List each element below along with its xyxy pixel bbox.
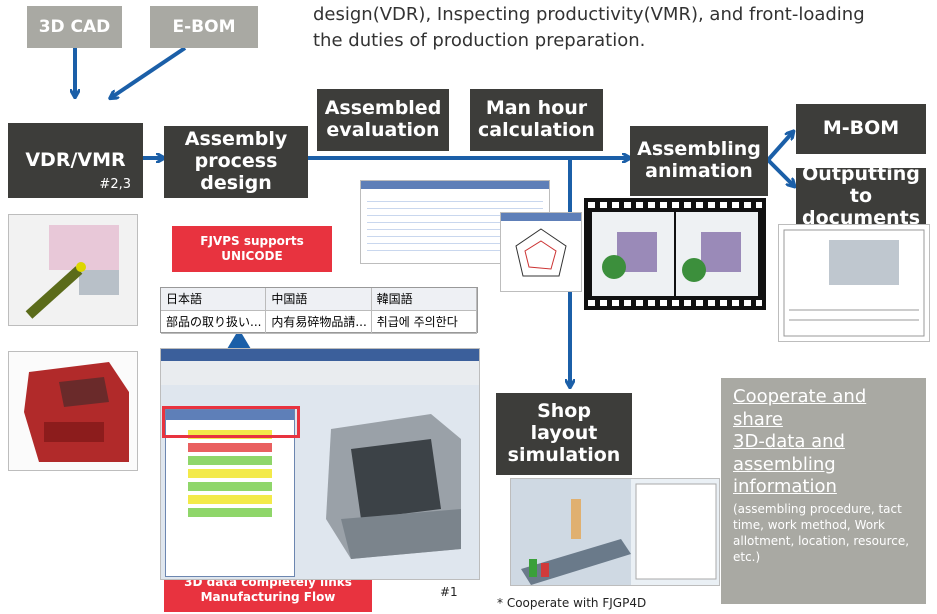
printer-model-image	[8, 351, 138, 471]
intro-line-1: design(VDR), Inspecting productivity(VMR…	[313, 4, 865, 25]
animation-frame-1	[592, 212, 674, 296]
fjgp-note: * Cooperate with FJGP4D	[497, 596, 647, 610]
shop-layout-image	[510, 478, 720, 586]
cad-box: 3D CAD	[27, 6, 122, 48]
header-korean: 韓国語	[372, 288, 477, 310]
ebom-box: E-BOM	[150, 6, 258, 48]
cell-chinese: 内有易碎物品請...	[266, 311, 372, 333]
shop-layout-simulation-box: Shop layout simulation	[496, 393, 632, 475]
share-line-4: assembling	[733, 453, 836, 475]
vdr-ref-note: #2,3	[99, 177, 131, 193]
window-titlebar	[161, 349, 479, 361]
language-table-header: 日本語 中国語 韓国語	[161, 288, 477, 311]
3d-printer-model	[311, 399, 471, 569]
fjvps-screenshot	[160, 348, 480, 580]
assembling-animation-box: Assembling animation	[630, 126, 768, 196]
arrow-unicode-head	[227, 329, 251, 349]
animation-frame-2	[676, 212, 758, 296]
unicode-callout: FJVPS supports UNICODE	[172, 226, 332, 272]
share-detail: (assembling procedure, tact time, work m…	[733, 501, 910, 565]
cell-japanese: 部品の取り扱い...	[161, 311, 267, 333]
mbom-box: M-BOM	[796, 104, 926, 154]
window-toolbar	[161, 361, 479, 385]
intro-line-2: the duties of production preparation.	[313, 30, 646, 52]
outputting-documents-box: Outputting to documents	[796, 163, 926, 229]
intro-text: design(VDR), Inspecting productivity(VMR…	[313, 2, 923, 54]
vdr-vmr-box: VDR/VMR #2,3	[8, 123, 143, 198]
language-table-row: 部品の取り扱い... 内有易碎物品請... 취급에 주의한다	[161, 311, 477, 334]
cell-korean: 취급에 주의한다	[372, 311, 477, 333]
arrow-to-mbom	[766, 133, 792, 162]
cad-part-image	[8, 214, 138, 326]
assembled-evaluation-box: Assembled evaluation	[317, 89, 449, 151]
vdr-vmr-label: VDR/VMR	[25, 148, 126, 171]
header-japanese: 日本語	[161, 288, 267, 310]
man-hour-calculation-box: Man hour calculation	[470, 89, 603, 151]
man-hour-chart-window	[500, 212, 582, 292]
share-line-2: share	[733, 408, 783, 430]
tree-highlight-frame	[162, 406, 300, 438]
ref-note-1: #1	[440, 585, 458, 599]
documents-image	[778, 224, 930, 342]
arrow-to-documents	[766, 158, 793, 185]
share-line-3: 3D-data and	[733, 431, 845, 452]
arrow-ebom-to-vdr	[112, 46, 187, 97]
assembly-process-design-box: Assembly process design	[164, 126, 308, 198]
share-info-box: Cooperate and share 3D-data and assembli…	[721, 378, 926, 604]
share-line-1: Cooperate and	[733, 386, 867, 407]
header-chinese: 中国語	[266, 288, 372, 310]
animation-filmstrip	[584, 198, 766, 310]
language-table: 日本語 中国語 韓国語 部品の取り扱い... 内有易碎物品請... 취급에 주의…	[160, 287, 478, 334]
share-line-5: information	[733, 476, 837, 497]
